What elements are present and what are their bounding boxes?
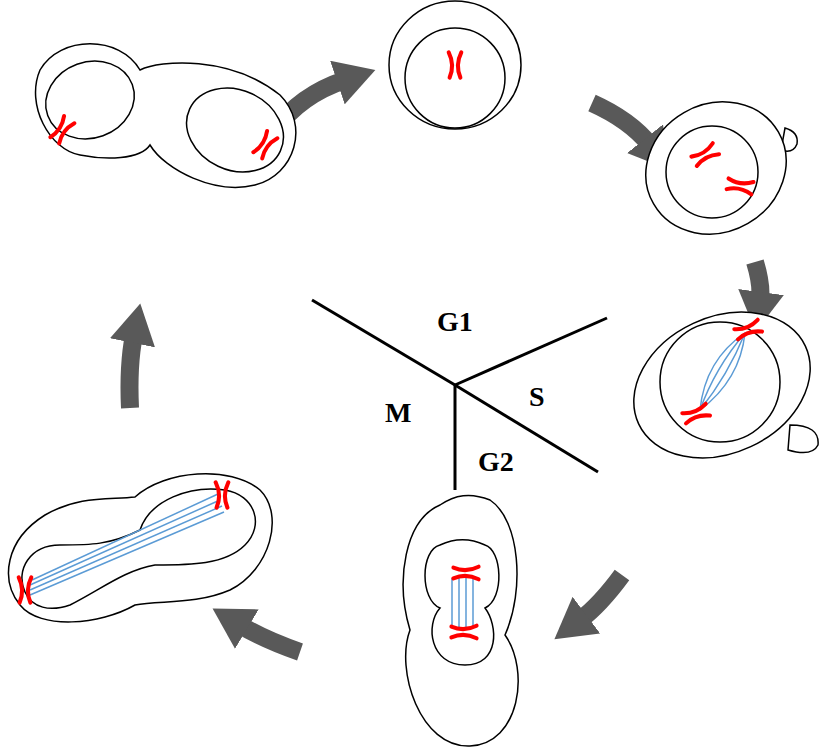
phase-label: M (385, 399, 411, 427)
phase-label: G2 (478, 448, 514, 476)
s-cell (622, 77, 811, 260)
telophase-cell (35, 44, 298, 188)
phase-dividers (312, 300, 607, 490)
phase-label: S (529, 383, 545, 411)
metaphase-cell (403, 495, 518, 746)
phase-label: G1 (437, 308, 473, 336)
g1-cell (389, 1, 521, 129)
g2-cell (610, 284, 819, 485)
anaphase-cell (9, 474, 273, 622)
